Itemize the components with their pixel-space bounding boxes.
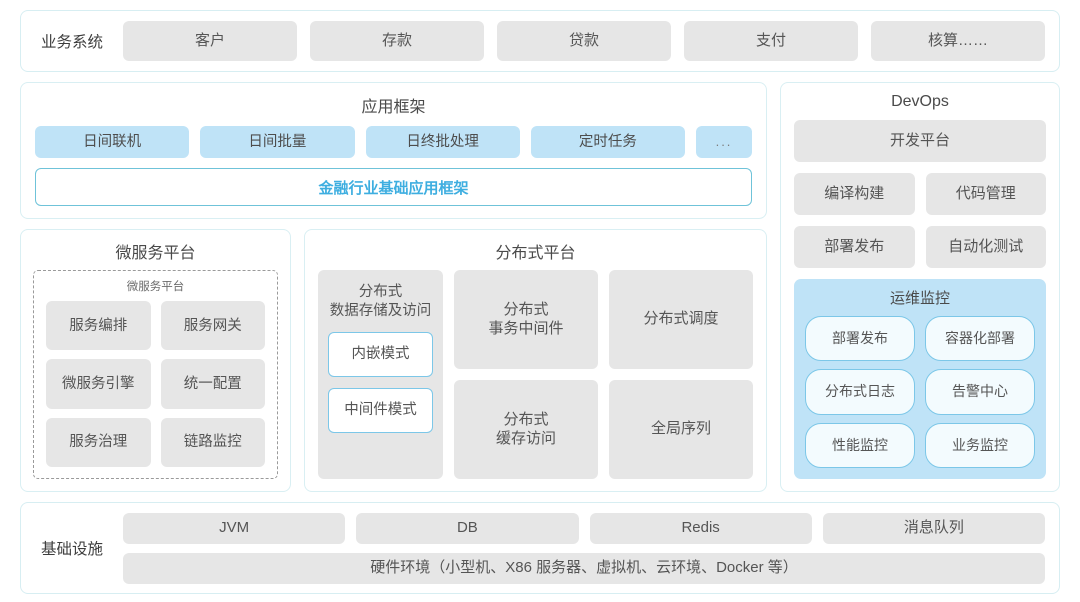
distributed-body: 分布式 数据存储及访问 内嵌模式 中间件模式 分布式 xyxy=(318,270,753,479)
devops-items: 编译构建 代码管理 部署发布 自动化测试 xyxy=(794,173,1046,268)
devops-title: DevOps xyxy=(891,93,949,110)
middle-section: 应用框架 日间联机 日间批量 日终批处理 定时任务 ... 金融行业基础应用框架… xyxy=(20,82,1060,492)
devops-panel: DevOps 开发平台 编译构建 代码管理 部署发布 自动化测试 运维监控 部署… xyxy=(780,82,1060,492)
ops-monitoring-panel: 运维监控 部署发布 容器化部署 分布式日志 告警中心 性能监控 业务监控 xyxy=(794,279,1046,479)
devops-dev-platform[interactable]: 开发平台 xyxy=(794,120,1046,162)
business-system-label: 业务系统 xyxy=(40,34,103,51)
appfw-chip-scheduled-task[interactable]: 定时任务 xyxy=(530,126,685,158)
micro-item-service-orchestration[interactable]: 服务编排 xyxy=(46,301,151,351)
dist-card-3-text: 全局序列 xyxy=(650,420,711,438)
distributed-storage-column: 分布式 数据存储及访问 内嵌模式 中间件模式 xyxy=(318,270,443,479)
distributed-card-cache-access[interactable]: 分布式 缓存访问 xyxy=(454,380,598,479)
dist-card-0-text: 分布式 事务中间件 xyxy=(488,301,563,339)
business-system-items: 客户 存款 贷款 支付 核算…… xyxy=(123,21,1045,61)
distributed-platform-title: 分布式平台 xyxy=(495,245,576,262)
storage-mode-middleware[interactable]: 中间件模式 xyxy=(328,387,433,433)
dist-card-1-text: 分布式调度 xyxy=(643,310,719,328)
micro-item-microservice-engine[interactable]: 微服务引擎 xyxy=(46,359,151,409)
distributed-platform-panel: 分布式平台 分布式 数据存储及访问 内嵌模式 中间件模式 xyxy=(304,229,767,492)
microservice-platform-title: 微服务平台 xyxy=(115,245,196,262)
infra-item-jvm[interactable]: JVM xyxy=(123,512,346,544)
dist-card-2-text: 分布式 缓存访问 xyxy=(496,411,556,449)
business-item-deposit[interactable]: 存款 xyxy=(310,21,484,61)
appfw-chip-more[interactable]: ... xyxy=(696,126,752,158)
microservice-sub-title: 微服务平台 xyxy=(126,281,185,293)
business-item-payment[interactable]: 支付 xyxy=(684,21,858,61)
application-framework-panel: 应用框架 日间联机 日间批量 日终批处理 定时任务 ... 金融行业基础应用框架 xyxy=(20,82,767,219)
infrastructure-items: JVM DB Redis 消息队列 xyxy=(123,512,1045,544)
dist-card-0-line1: 分布式 xyxy=(503,300,549,318)
ops-item-alert-center[interactable]: 告警中心 xyxy=(925,369,1035,415)
business-item-accounting[interactable]: 核算…… xyxy=(871,21,1045,61)
devops-item-build[interactable]: 编译构建 xyxy=(794,173,915,215)
micro-item-unified-config[interactable]: 统一配置 xyxy=(160,359,265,409)
ops-item-container-deploy[interactable]: 容器化部署 xyxy=(925,316,1035,362)
dist-card-2-line2: 缓存访问 xyxy=(495,429,556,447)
microservice-items: 服务编排 服务网关 微服务引擎 统一配置 服务治理 链路监控 xyxy=(46,301,265,467)
ops-item-distributed-log[interactable]: 分布式日志 xyxy=(805,369,915,415)
micro-item-service-governance[interactable]: 服务治理 xyxy=(46,417,151,467)
distributed-card-transaction-middleware[interactable]: 分布式 事务中间件 xyxy=(454,270,598,369)
distributed-data-storage-card[interactable]: 分布式 数据存储及访问 内嵌模式 中间件模式 xyxy=(318,270,443,479)
ops-monitoring-title: 运维监控 xyxy=(889,290,950,307)
financial-base-framework-bar[interactable]: 金融行业基础应用框架 xyxy=(35,168,752,206)
infra-item-message-queue[interactable]: 消息队列 xyxy=(822,512,1045,544)
infrastructure-section: 基础设施 JVM DB Redis 消息队列 硬件环境（小型机、X86 服务器、… xyxy=(20,502,1060,594)
middle-left-column: 应用框架 日间联机 日间批量 日终批处理 定时任务 ... 金融行业基础应用框架… xyxy=(20,82,767,492)
infra-item-db[interactable]: DB xyxy=(356,512,579,544)
infrastructure-label: 基础设施 xyxy=(40,541,103,558)
application-framework-title: 应用框架 xyxy=(361,99,426,116)
devops-item-deploy-release[interactable]: 部署发布 xyxy=(794,226,915,268)
storage-title-line2: 数据存储及访问 xyxy=(329,302,432,319)
distributed-card-global-sequence[interactable]: 全局序列 xyxy=(609,380,753,479)
appfw-chip-daytime-online[interactable]: 日间联机 xyxy=(35,126,190,158)
distributed-card-scheduling[interactable]: 分布式调度 xyxy=(609,270,753,369)
infrastructure-content: JVM DB Redis 消息队列 硬件环境（小型机、X86 服务器、虚拟机、云… xyxy=(123,512,1045,584)
distributed-storage-title: 分布式 数据存储及访问 xyxy=(330,283,432,321)
infra-item-redis[interactable]: Redis xyxy=(589,512,812,544)
devops-column: DevOps 开发平台 编译构建 代码管理 部署发布 自动化测试 运维监控 部署… xyxy=(780,82,1060,492)
ops-item-performance-monitor[interactable]: 性能监控 xyxy=(805,422,915,468)
microservice-platform-panel: 微服务平台 微服务平台 服务编排 服务网关 微服务引擎 统一配置 服务治理 链路… xyxy=(20,229,291,492)
infra-hardware-environment[interactable]: 硬件环境（小型机、X86 服务器、虚拟机、云环境、Docker 等） xyxy=(123,552,1045,584)
appfw-chip-daytime-batch[interactable]: 日间批量 xyxy=(200,126,355,158)
dist-card-0-line2: 事务中间件 xyxy=(488,319,564,337)
platform-row: 微服务平台 微服务平台 服务编排 服务网关 微服务引擎 统一配置 服务治理 链路… xyxy=(20,229,767,492)
ops-item-business-monitor[interactable]: 业务监控 xyxy=(925,422,1035,468)
application-framework-chips: 日间联机 日间批量 日终批处理 定时任务 ... xyxy=(35,126,752,158)
devops-item-automated-test[interactable]: 自动化测试 xyxy=(925,226,1046,268)
micro-item-service-gateway[interactable]: 服务网关 xyxy=(160,301,265,351)
dist-card-2-line1: 分布式 xyxy=(503,410,549,428)
micro-item-trace-monitoring[interactable]: 链路监控 xyxy=(160,417,265,467)
ops-monitoring-items: 部署发布 容器化部署 分布式日志 告警中心 性能监控 业务监控 xyxy=(805,316,1035,468)
business-item-customer[interactable]: 客户 xyxy=(123,21,297,61)
distributed-cards-grid: 分布式 事务中间件 分布式调度 分布式 缓存访问 xyxy=(454,270,753,479)
storage-title-line1: 分布式 xyxy=(358,284,403,300)
appfw-chip-eod-batch[interactable]: 日终批处理 xyxy=(365,126,520,158)
microservice-dashed-box: 微服务平台 服务编排 服务网关 微服务引擎 统一配置 服务治理 链路监控 xyxy=(33,270,278,479)
devops-item-code-management[interactable]: 代码管理 xyxy=(925,173,1046,215)
business-item-loan[interactable]: 贷款 xyxy=(497,21,671,61)
ops-item-deploy-release[interactable]: 部署发布 xyxy=(805,316,915,362)
storage-mode-embedded[interactable]: 内嵌模式 xyxy=(328,331,433,377)
business-system-section: 业务系统 客户 存款 贷款 支付 核算…… xyxy=(20,10,1060,72)
